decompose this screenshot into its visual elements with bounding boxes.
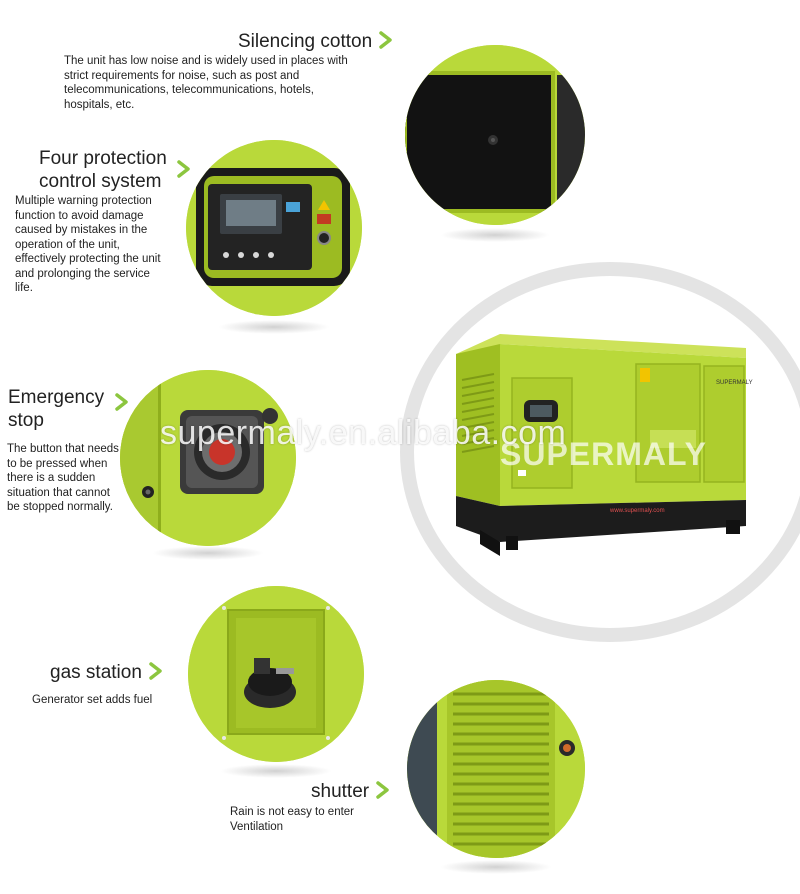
emergency-stop-title-line1: Emergency <box>8 387 105 408</box>
shutter-description-line1: Rain is not easy to enter <box>230 806 355 818</box>
silencing-cotton-title: Silencing cotton <box>238 30 394 53</box>
four-protection-title-line1: Four protection <box>39 148 167 169</box>
emergency-stop-description: The button that needs to be pressed when… <box>7 443 119 513</box>
generator-illustration: SUPERMALY www.supermaly.com <box>456 334 753 556</box>
silencing-cotton-title-text: Silencing cotton <box>238 31 373 52</box>
chevron-right-icon <box>149 662 162 680</box>
shutter-shadow <box>440 860 552 874</box>
brand-watermark: SUPERMALY <box>500 436 707 472</box>
generator-front-label: SUPERMALY <box>716 380 753 386</box>
silencing-cotton-image <box>405 45 585 225</box>
four-protection-title-line2: control system <box>39 171 162 192</box>
generator-image: SUPERMALY www.supermaly.com <box>440 330 760 560</box>
shutter-title-text: shutter <box>311 781 370 802</box>
control-panel-shadow <box>218 320 330 334</box>
shutter-illustration <box>407 680 585 858</box>
silencing-cotton-shadow <box>440 228 550 242</box>
site-watermark: supermaly.en.alibaba.com <box>160 414 567 452</box>
chevron-right-icon <box>379 31 392 49</box>
shutter-description: Rain is not easy to enter Ventilation <box>230 805 400 834</box>
emergency-stop-title-line2: stop <box>8 410 44 431</box>
control-panel-illustration <box>186 140 362 316</box>
four-protection-title: Four protection control system <box>39 147 167 193</box>
gas-station-image <box>188 586 364 762</box>
gas-station-shadow <box>220 764 332 778</box>
control-panel-image <box>186 140 362 316</box>
shutter-image <box>407 680 585 858</box>
emergency-stop-illustration <box>120 370 296 546</box>
generator-url: www.supermaly.com <box>609 508 665 514</box>
emergency-stop-shadow <box>152 546 264 560</box>
gas-station-title: gas station <box>50 661 164 684</box>
four-protection-description: Multiple warning protection function to … <box>15 195 161 294</box>
gas-station-description: Generator set adds fuel <box>32 694 153 706</box>
shutter-title: shutter <box>311 780 391 803</box>
shutter-description-line2: Ventilation <box>230 820 284 833</box>
silencing-cotton-illustration <box>405 45 585 225</box>
silencing-cotton-description: The unit has low noise and is widely use… <box>64 55 348 111</box>
emergency-stop-image <box>120 370 296 546</box>
four-protection-title-line2-row: control system <box>39 170 167 193</box>
chevron-right-icon <box>177 160 190 178</box>
gas-station-illustration <box>188 586 364 762</box>
emergency-stop-title: Emergency stop <box>8 386 104 432</box>
chevron-right-icon <box>115 393 128 411</box>
gas-station-title-text: gas station <box>50 662 142 683</box>
chevron-right-icon <box>376 781 389 799</box>
